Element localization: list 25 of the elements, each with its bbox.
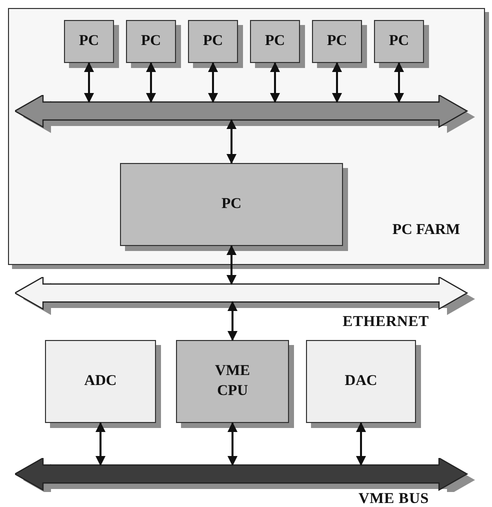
- bus-label: ETHERNET: [342, 315, 429, 330]
- box-label: DAC: [344, 372, 378, 391]
- arrow: [226, 245, 236, 285]
- arrow: [226, 119, 236, 164]
- arrow: [96, 422, 106, 466]
- box-label: PC: [327, 32, 347, 51]
- arrow: [84, 62, 94, 103]
- box-label: PC: [79, 32, 99, 51]
- box-label: PC: [203, 32, 223, 51]
- bus-label: VME BUS: [358, 492, 429, 507]
- box-label: VME CPU: [214, 362, 251, 400]
- panel-label: PC FARM: [392, 223, 460, 238]
- arrow: [394, 62, 404, 103]
- arrow: [146, 62, 156, 103]
- arrow: [228, 301, 238, 341]
- arrow: [208, 62, 218, 103]
- box-label: ADC: [84, 372, 117, 391]
- arrow: [228, 422, 238, 466]
- arrow: [356, 422, 366, 466]
- box-label: PC: [389, 32, 409, 51]
- box-label: PC: [141, 32, 161, 51]
- box-label: PC: [222, 194, 242, 214]
- box-label: PC: [265, 32, 285, 51]
- arrow: [332, 62, 342, 103]
- arrow: [270, 62, 280, 103]
